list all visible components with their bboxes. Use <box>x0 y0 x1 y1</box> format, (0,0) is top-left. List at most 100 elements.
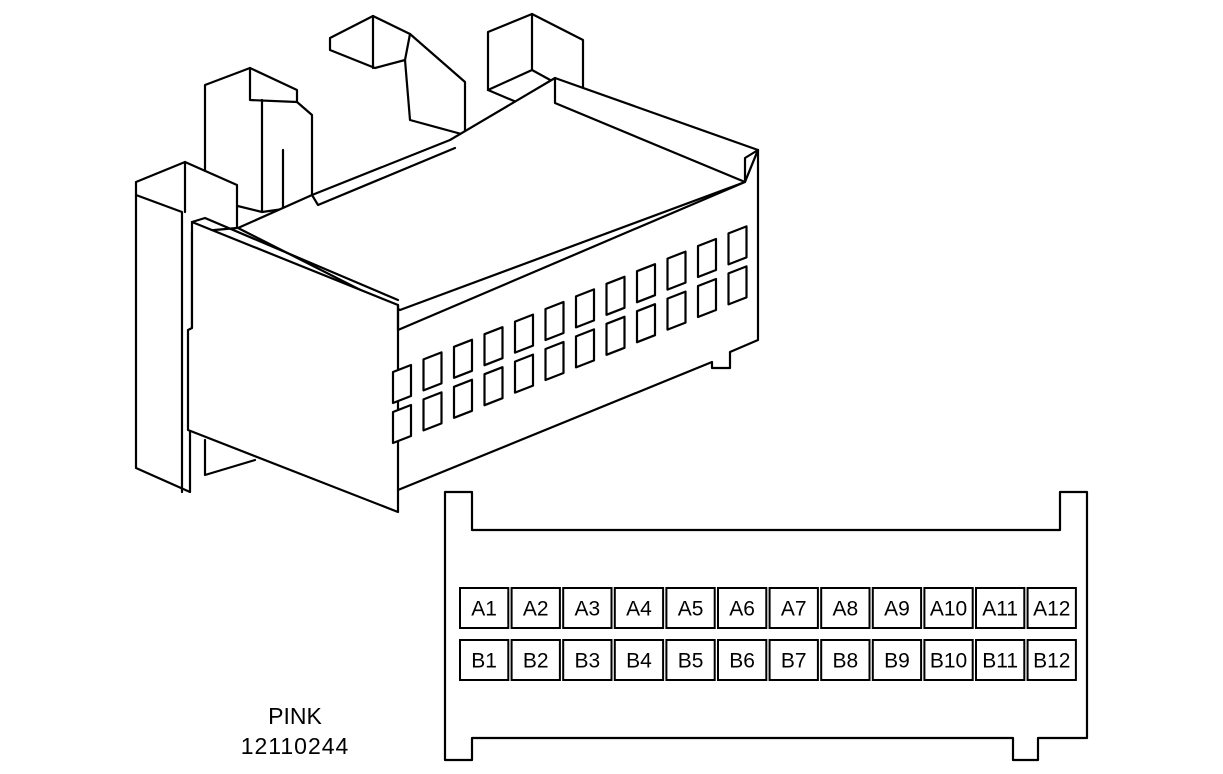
pin-cavity: B5 <box>665 639 716 681</box>
pin-cavity: A3 <box>562 587 613 629</box>
pin-label: B3 <box>575 650 601 673</box>
pin-cavity: B3 <box>562 639 613 681</box>
iso-cavity-hole <box>635 263 657 304</box>
pin-label: A10 <box>930 598 967 621</box>
iso-cavity-hole <box>391 403 413 445</box>
pin-cavity: A6 <box>717 587 768 629</box>
iso-cavity-hole <box>696 277 718 319</box>
iso-cavity-hole <box>574 288 596 329</box>
pin-cavity: A11 <box>975 587 1026 629</box>
pin-cavity-box <box>717 639 768 681</box>
pin-cavity: A8 <box>820 587 871 629</box>
iso-cavity-hole <box>422 351 443 392</box>
iso-cavity-hole <box>483 366 504 407</box>
pin-cavity-box <box>459 587 510 629</box>
pin-cavity: B12 <box>1026 639 1077 681</box>
iso-cavity-hole <box>513 313 535 354</box>
iso-cavity-hole <box>452 378 474 419</box>
pin-cavity-box <box>613 639 665 681</box>
pin-cavity: A1 <box>459 587 510 629</box>
iso-cavity-hole <box>666 290 687 331</box>
pin-label: B6 <box>729 650 755 673</box>
pin-cavity-box <box>562 639 613 681</box>
pin-label: B1 <box>471 650 497 673</box>
iso-cavity-hole <box>544 300 565 342</box>
pin-cavity-box <box>562 587 613 629</box>
pin-label: B12 <box>1033 650 1070 673</box>
pin-label: B2 <box>523 650 549 673</box>
pin-cavity-box <box>665 639 716 681</box>
pin-cavity: B8 <box>820 639 871 681</box>
pin-label: A8 <box>833 598 859 621</box>
pin-label: B4 <box>626 650 652 673</box>
top-latch <box>328 14 467 137</box>
pin-cavity: A2 <box>510 587 561 629</box>
front-face <box>186 148 760 514</box>
pin-cavity-box <box>510 639 561 681</box>
iso-cavity-hole <box>483 326 504 367</box>
pin-label: B11 <box>982 650 1018 673</box>
pin-cavity-box <box>459 639 510 681</box>
pin-label: B9 <box>884 650 910 673</box>
pin-cavity: B6 <box>717 639 768 681</box>
pin-label: B7 <box>781 650 807 673</box>
pin-cavity: B4 <box>613 639 665 681</box>
pin-label: A12 <box>1033 598 1070 621</box>
top-surface <box>236 76 760 312</box>
iso-cavity-hole <box>574 328 596 369</box>
iso-cavity-hole <box>422 391 443 432</box>
pin-label: A2 <box>523 598 549 621</box>
iso-cavity-hole <box>696 237 718 279</box>
pin-cavity-box <box>1026 587 1077 629</box>
pin-cavity: B11 <box>975 639 1026 681</box>
pin-cavity-box <box>975 639 1026 681</box>
pin-cavity-box <box>613 587 665 629</box>
pin-label: A5 <box>678 598 704 621</box>
pin-cavity: B7 <box>768 639 819 681</box>
pin-label: A3 <box>575 598 601 621</box>
connector-part-number: 12110244 <box>240 733 350 759</box>
pin-cavity-box <box>871 639 923 681</box>
pin-cavity: B10 <box>923 639 974 681</box>
pin-cavity-box <box>871 587 923 629</box>
pin-cavity-box <box>768 587 819 629</box>
pin-label: A1 <box>471 598 497 621</box>
pin-cavity-box <box>717 587 768 629</box>
pin-cavity-box <box>1026 639 1077 681</box>
iso-cavity-hole <box>391 363 413 405</box>
pin-label: A11 <box>982 598 1018 621</box>
pin-cavity: A9 <box>871 587 923 629</box>
pin-cavity-box <box>923 639 974 681</box>
pin-label: B10 <box>930 650 967 673</box>
pin-cavity-box <box>510 587 561 629</box>
iso-cavity-hole <box>727 265 748 306</box>
connector-color-label: PINK <box>268 703 322 729</box>
pin-label: A7 <box>781 598 807 621</box>
pin-cavity: B2 <box>510 639 561 681</box>
pin-cavity: A7 <box>768 587 819 629</box>
pin-cavity: A5 <box>665 587 716 629</box>
iso-cavity-hole <box>513 353 535 394</box>
pin-cavity: A12 <box>1026 587 1077 629</box>
pin-cavity: A10 <box>923 587 974 629</box>
pin-cavity-box <box>975 587 1026 629</box>
pin-label: B8 <box>833 650 859 673</box>
pin-cavity-box <box>665 587 716 629</box>
pin-label: A9 <box>884 598 910 621</box>
pin-cavity: A4 <box>613 587 665 629</box>
iso-cavity-hole <box>635 303 657 344</box>
iso-cavity-hole <box>605 275 626 316</box>
iso-cavity-hole <box>666 250 687 291</box>
iso-cavity-hole <box>452 338 474 379</box>
pin-cavity-box <box>820 639 871 681</box>
iso-cavity-hole <box>727 225 748 266</box>
pin-cavity-box <box>820 587 871 629</box>
connector-isometric-view <box>134 12 760 514</box>
iso-cavity-hole <box>605 315 626 356</box>
pin-cavity: B1 <box>459 639 510 681</box>
pin-cavity-box <box>768 639 819 681</box>
pin-cavity-box <box>923 587 974 629</box>
